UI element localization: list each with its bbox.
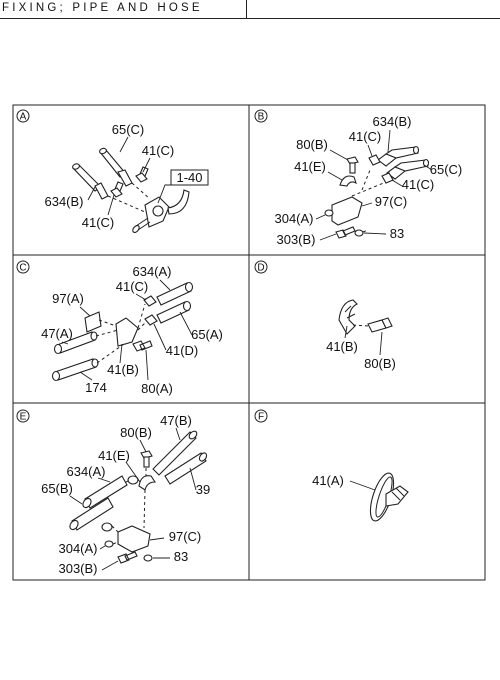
svg-text:E: E (20, 412, 27, 423)
svg-text:D: D (257, 263, 264, 274)
bolt-303b-e (117, 551, 138, 564)
label-47b: 47(B) (160, 413, 192, 428)
pipe-174 (51, 358, 99, 382)
label-634a: 634(A) (66, 464, 105, 479)
clip-41c-c (143, 295, 157, 307)
label-83: 83 (174, 549, 188, 564)
page-title: FIXING; PIPE AND HOSE (2, 2, 203, 14)
svg-text:F: F (258, 412, 264, 423)
label-39: 39 (196, 482, 210, 497)
pipe-65c-b (386, 158, 430, 180)
svg-text:B: B (258, 112, 265, 123)
label-65a: 65(A) (191, 327, 223, 342)
label-41c: 41(C) (116, 279, 149, 294)
label-41d: 41(D) (166, 343, 199, 358)
label-97c: 97(C) (169, 529, 202, 544)
nut-83 (354, 229, 364, 237)
reference-box (170, 169, 209, 186)
clip-41d (144, 314, 158, 326)
bolt-80b-e (140, 450, 153, 468)
clip-e-lower (101, 522, 113, 532)
washer-304a-e (104, 540, 114, 548)
panel-f-letter: F (254, 409, 268, 423)
pipe-634a (156, 281, 194, 306)
panel-a-letter: A (16, 109, 30, 123)
clamp-41e (339, 175, 357, 187)
label-304a: 304(A) (58, 541, 97, 556)
label-303b: 303(B) (276, 232, 315, 247)
bolt-303b (335, 226, 356, 239)
svg-text:C: C (19, 263, 26, 274)
washer-304a (324, 209, 334, 217)
clip-41c-upper (135, 166, 149, 183)
title-rule (0, 18, 500, 19)
pipe-634b (72, 163, 109, 200)
bolt-80a (132, 340, 153, 352)
label-634b: 634(B) (372, 114, 411, 129)
label-41c-upper: 41(C) (349, 129, 382, 144)
pipe-65c (99, 147, 133, 187)
label-304a: 304(A) (274, 211, 313, 226)
band-clamp-41a (369, 472, 409, 522)
label-41e: 41(E) (294, 159, 326, 174)
label-303b: 303(B) (58, 561, 97, 576)
label-41b: 41(B) (107, 362, 139, 377)
panel-b-letter: B (254, 109, 268, 123)
label-634b: 634(B) (44, 194, 83, 209)
panel-c-letter: C (16, 260, 30, 274)
nut-83-e (143, 554, 153, 562)
pipe-65b (69, 497, 114, 531)
bracket-97c (331, 196, 363, 226)
clip-41c-b-upper (368, 154, 381, 166)
bolt-80b-d (367, 317, 393, 333)
pipe-39 (164, 452, 208, 485)
clip-e-upper (127, 475, 139, 485)
label-80b: 80(B) (364, 356, 396, 371)
label-80a: 80(A) (141, 381, 173, 396)
clamp-41b-c (115, 317, 139, 347)
label-65b: 65(B) (41, 481, 73, 496)
svg-text:A: A (20, 112, 27, 123)
pipe-634a-e (82, 475, 128, 509)
label-65c: 65(C) (112, 122, 145, 137)
label-80b: 80(B) (120, 425, 152, 440)
label-97a: 97(A) (52, 291, 84, 306)
clip-41c-lower (110, 181, 124, 198)
reference-1-40: 1-40 (176, 170, 202, 185)
panel-d-drawing: 41(B) 80(B) (326, 299, 396, 371)
label-83: 83 (390, 226, 404, 241)
label-41b: 41(B) (326, 339, 358, 354)
pipe-47a (53, 331, 98, 355)
label-41c-lower: 41(C) (402, 177, 435, 192)
valve-assembly (132, 189, 190, 234)
panel-e-drawing: 47(B) 80(B) 41(E) 634(A) 39 65(B) 97(C) … (41, 413, 210, 576)
label-47a: 47(A) (41, 326, 73, 341)
label-41e: 41(E) (98, 448, 130, 463)
panel-f-drawing: 41(A) (312, 472, 409, 522)
pipe-65a (156, 300, 192, 324)
panel-d-letter: D (254, 260, 268, 274)
bracket-97a (84, 311, 102, 333)
bracket-97c-e (117, 525, 151, 553)
panel-e-letter: E (16, 409, 30, 423)
clip-41c-b-lower (381, 172, 394, 184)
panel-c-drawing: 634(A) 41(C) 97(A) 47(A) 65(A) 41(D) 41(… (41, 264, 223, 396)
pipe-47b (152, 430, 198, 476)
clamp-41e-e (138, 475, 157, 491)
title-divider (246, 0, 247, 18)
label-174: 174 (85, 380, 107, 395)
panel-b-drawing: 634(B) 80(B) 41(C) 41(E) 65(C) 41(C) 97(… (274, 114, 462, 247)
label-65c: 65(C) (430, 162, 463, 177)
label-97c: 97(C) (375, 194, 408, 209)
pipe-634b-b (377, 145, 420, 167)
label-41a: 41(A) (312, 473, 344, 488)
panel-a-drawing: 1-40 65(C) 41(C) 634(B) 41(C) (44, 122, 209, 234)
label-41c-lower: 41(C) (82, 215, 115, 230)
label-634a: 634(A) (132, 264, 171, 279)
bolt-80b (346, 156, 359, 174)
label-80b: 80(B) (296, 137, 328, 152)
label-41c-upper: 41(C) (142, 143, 175, 158)
